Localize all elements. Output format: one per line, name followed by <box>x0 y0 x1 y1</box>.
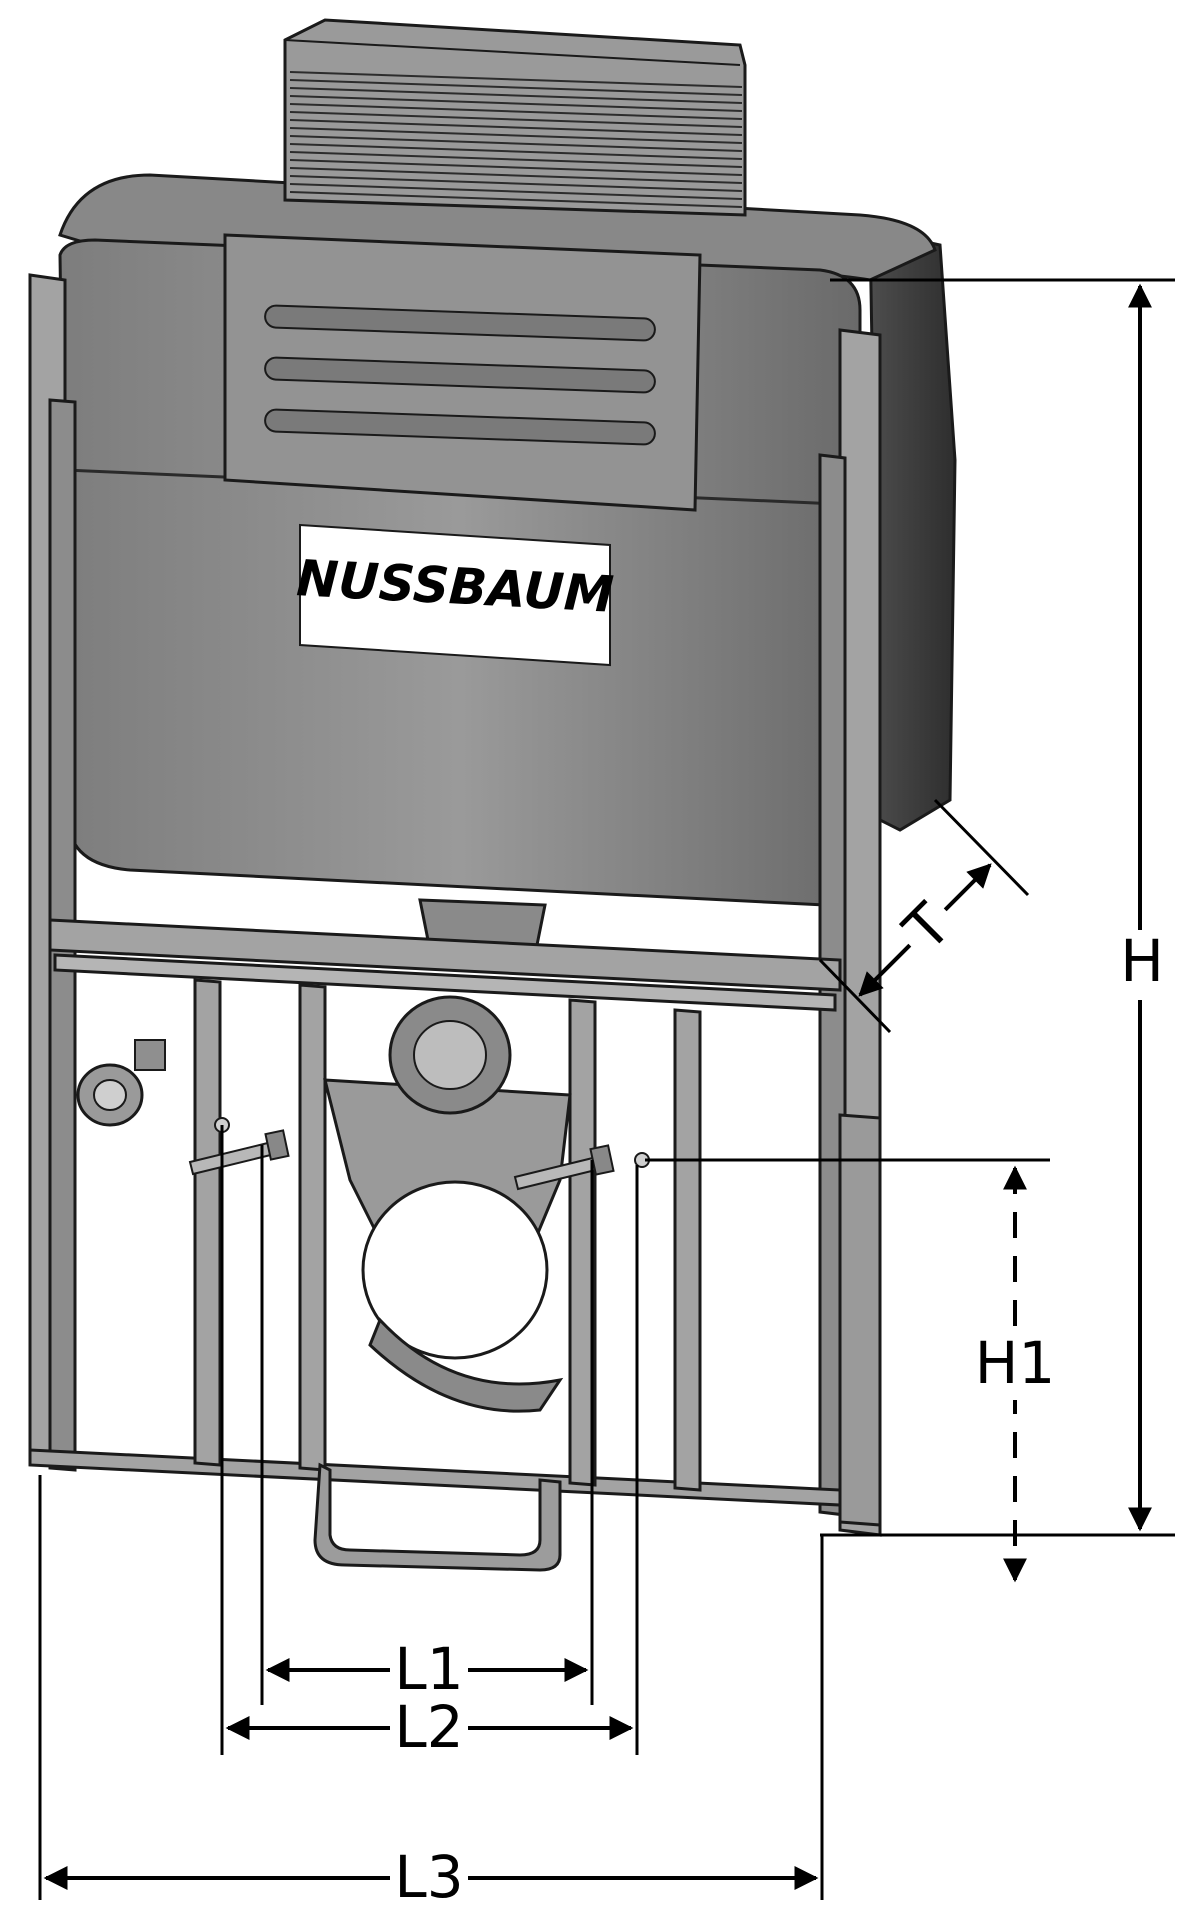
l1-label: L1 <box>394 1635 463 1703</box>
mounting-frame <box>28 273 882 1572</box>
frame-bottom-rail <box>28 1448 842 1507</box>
fill-valve-housing <box>283 18 747 217</box>
dimension-lines <box>38 278 1175 1900</box>
fin-line <box>289 127 743 144</box>
fin-line <box>289 95 743 112</box>
fin-line <box>289 135 743 152</box>
fin-line <box>289 183 743 200</box>
brand-logo: NUSSBAUM <box>295 523 615 667</box>
fin-line <box>289 111 743 128</box>
fin-line <box>289 79 743 96</box>
fin-line <box>289 143 743 160</box>
frame-cross-bar <box>48 918 842 992</box>
outlet-height-label: H1 <box>975 1329 1056 1397</box>
outlet-elbow <box>388 995 512 1115</box>
fin-line <box>289 87 743 104</box>
fin-line <box>289 71 743 88</box>
fixing-bolts <box>188 1117 650 1191</box>
height-label: H <box>1120 927 1164 995</box>
water-inlet-fitting <box>76 1039 166 1127</box>
fill-valve-fins <box>289 71 743 208</box>
l2-label: L2 <box>394 1693 463 1761</box>
l3-label: L3 <box>394 1843 463 1907</box>
fin-line <box>289 159 743 176</box>
fin-line <box>289 191 743 208</box>
fin-line <box>289 151 743 168</box>
fin-line <box>289 175 743 192</box>
actuator-panel <box>223 233 702 512</box>
fin-line <box>289 167 743 184</box>
pan-outlet-opening <box>361 1180 549 1360</box>
fin-line <box>289 119 743 136</box>
fin-line <box>289 103 743 120</box>
